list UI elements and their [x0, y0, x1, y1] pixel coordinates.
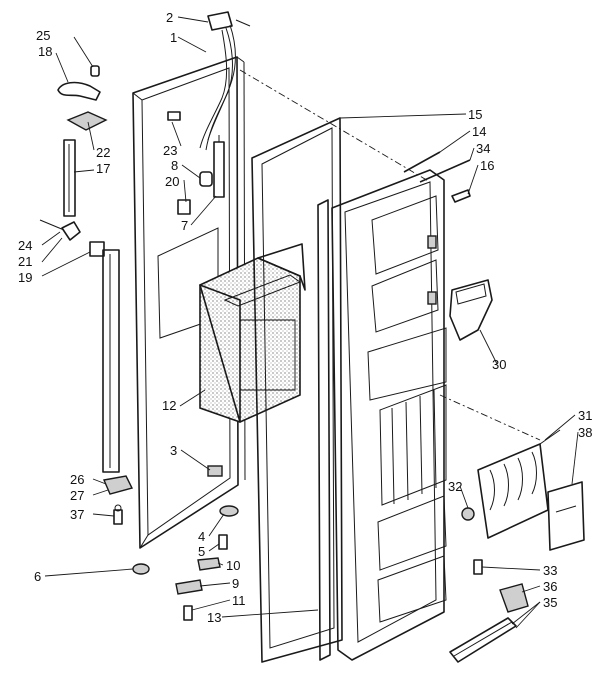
label-part-23: 23 [163, 143, 177, 158]
label-part-14: 14 [472, 124, 486, 139]
label-part-37: 37 [70, 507, 84, 522]
lower-right-parts [449, 507, 529, 663]
alignment-line-lower [439, 394, 541, 441]
label-part-11: 11 [232, 593, 246, 608]
top-rod-parts [403, 151, 471, 203]
label-part-27: 27 [70, 488, 84, 503]
label-part-17: 17 [96, 161, 110, 176]
label-part-30: 30 [492, 357, 506, 372]
label-part-19: 19 [18, 270, 32, 285]
alignment-line [239, 69, 431, 183]
label-part-31: 31 [578, 408, 592, 423]
label-part-15: 15 [468, 107, 482, 122]
label-part-26: 26 [70, 472, 84, 487]
label-part-21: 21 [18, 254, 32, 269]
label-part-1: 1 [170, 30, 177, 45]
clip [207, 465, 223, 477]
label-part-34: 34 [476, 141, 490, 156]
label-part-16: 16 [480, 158, 494, 173]
panel-small-parts [167, 111, 225, 215]
label-part-4: 4 [198, 529, 205, 544]
wire-harness [199, 11, 251, 151]
label-part-35: 35 [543, 595, 557, 610]
label-part-18: 18 [38, 44, 52, 59]
label-part-2: 2 [166, 10, 173, 25]
label-part-38: 38 [578, 425, 592, 440]
label-part-12: 12 [162, 398, 176, 413]
label-part-7: 7 [181, 218, 188, 233]
door-gasket [251, 117, 343, 663]
label-part-24: 24 [18, 238, 32, 253]
part-labels: 2 1 25 18 22 17 23 8 20 7 24 21 19 12 3 … [18, 10, 592, 625]
label-part-10: 10 [226, 558, 240, 573]
label-part-9: 9 [232, 576, 239, 591]
heater-module [477, 429, 585, 551]
bottom-hinge-parts [132, 505, 239, 621]
label-part-36: 36 [543, 579, 557, 594]
label-part-22: 22 [96, 145, 110, 160]
label-part-20: 20 [165, 174, 179, 189]
label-part-13: 13 [207, 610, 221, 625]
leader-lines [41, 16, 579, 629]
left-hinge-assembly [39, 65, 134, 525]
label-part-33: 33 [543, 563, 557, 578]
label-part-8: 8 [171, 158, 178, 173]
label-part-25: 25 [36, 28, 50, 43]
label-part-32: 32 [448, 479, 462, 494]
label-part-6: 6 [34, 569, 41, 584]
ice-chute [449, 279, 493, 341]
label-part-3: 3 [170, 443, 177, 458]
dispenser-housing [199, 243, 306, 423]
door-inner-liner [331, 169, 447, 661]
label-part-5: 5 [198, 544, 205, 559]
